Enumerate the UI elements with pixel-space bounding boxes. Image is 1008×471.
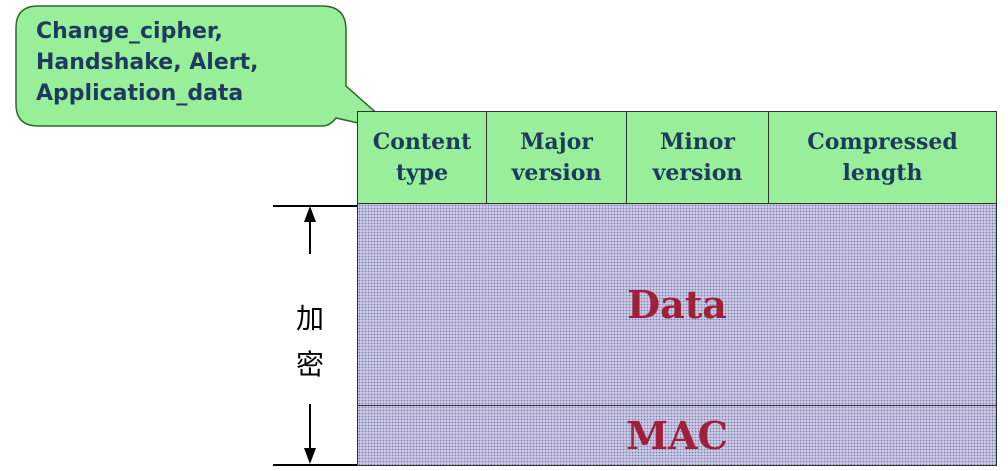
header-cell-major-version: Major version	[486, 111, 627, 204]
header-cell-content-type: Content type	[357, 111, 487, 204]
bracket-bottom-tick	[273, 464, 357, 466]
callout-text: Change_cipher, Handshake, Alert, Applica…	[36, 19, 259, 106]
data-block: Data	[357, 203, 997, 406]
encryption-label: 加 密	[295, 302, 324, 381]
callout-bubble	[15, 5, 399, 133]
header-cell-minor-version: Minor version	[626, 111, 769, 204]
mac-block-label: MAC	[626, 413, 728, 458]
arrow-up-icon	[304, 206, 316, 254]
data-block-label: Data	[627, 282, 727, 327]
header-cell-compressed-length: Compressed length	[768, 111, 997, 204]
mac-block: MAC	[357, 405, 997, 466]
record-header-row: Content type Major version Minor version…	[357, 111, 997, 204]
bracket-top-tick	[273, 205, 357, 207]
arrow-down-icon	[304, 404, 316, 464]
